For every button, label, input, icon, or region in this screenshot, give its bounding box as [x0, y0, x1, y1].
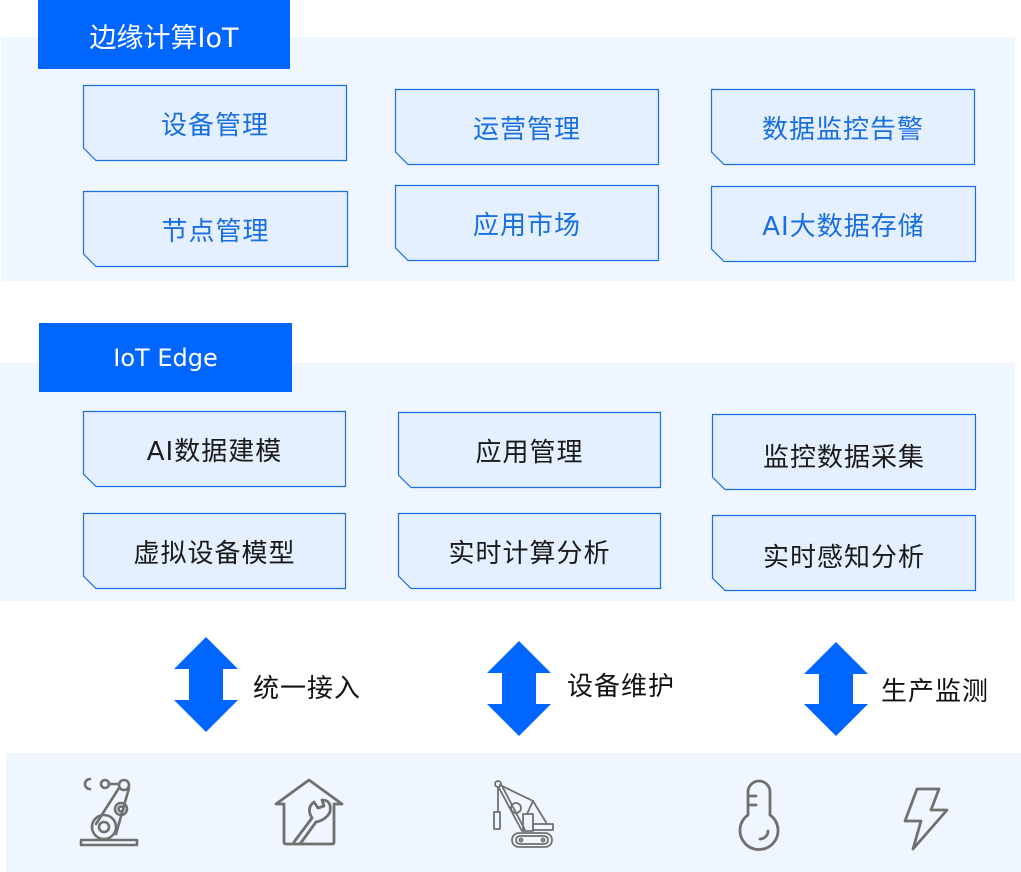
module-label: 数据监控告警	[761, 114, 924, 145]
module-data-monitoring-alert[interactable]: 数据监控告警	[710, 88, 976, 166]
iot-edge-title-text: IoT Edge	[113, 343, 218, 372]
double-arrow-vertical-icon	[487, 641, 551, 736]
module-frame	[397, 411, 662, 489]
module-realtime-perception-analysis[interactable]: 实时感知分析	[711, 514, 977, 592]
module-frame	[710, 185, 977, 263]
module-label: 节点管理	[161, 216, 270, 247]
module-label: AI数据建模	[146, 436, 283, 467]
module-realtime-compute-analysis[interactable]: 实时计算分析	[397, 512, 662, 590]
module-frame	[394, 88, 660, 166]
robot-arm-icon	[78, 776, 140, 847]
module-frame	[397, 512, 662, 590]
thermometer-icon	[736, 779, 782, 853]
connection-label-device-maintenance: 设备维护	[567, 672, 676, 702]
module-ai-data-modeling[interactable]: AI数据建模	[82, 410, 347, 488]
module-frame	[394, 184, 660, 262]
module-ai-big-data-storage[interactable]: AI大数据存储	[710, 185, 977, 263]
module-label: 应用市场	[472, 210, 581, 241]
module-label: 设备管理	[160, 110, 269, 141]
module-frame	[82, 410, 347, 488]
house-wrench-icon	[274, 778, 344, 846]
module-monitoring-data-collection[interactable]: 监控数据采集	[711, 413, 977, 491]
module-frame	[82, 190, 349, 268]
crane-icon	[490, 780, 562, 848]
module-node-management[interactable]: 节点管理	[82, 190, 349, 268]
module-label: 应用管理	[475, 437, 584, 468]
double-arrow-vertical-icon	[804, 642, 868, 736]
double-arrow-vertical-icon	[174, 637, 238, 732]
module-label: 实时计算分析	[448, 538, 611, 569]
module-label: AI大数据存储	[762, 211, 925, 242]
module-device-management[interactable]: 设备管理	[82, 84, 348, 162]
module-app-market[interactable]: 应用市场	[394, 184, 660, 262]
module-label: 运营管理	[472, 114, 581, 145]
iot-edge-title: IoT Edge	[39, 323, 292, 392]
module-frame	[82, 84, 348, 162]
module-frame	[710, 88, 976, 166]
module-frame	[82, 512, 347, 590]
module-label: 实时感知分析	[762, 542, 925, 573]
connection-label-unified-access: 统一接入	[253, 674, 362, 704]
module-operations-management[interactable]: 运营管理	[394, 88, 660, 166]
module-frame	[711, 413, 977, 491]
edge-cloud-title-text: 边缘计算IoT	[89, 23, 239, 54]
edge-cloud-title: 边缘计算IoT	[38, 0, 290, 69]
connection-label-production-monitoring: 生产监测	[881, 677, 990, 707]
lightning-icon	[903, 787, 949, 851]
module-frame	[711, 514, 977, 592]
module-label: 虚拟设备模型	[133, 538, 296, 569]
module-app-management[interactable]: 应用管理	[397, 411, 662, 489]
module-virtual-device-model[interactable]: 虚拟设备模型	[82, 512, 347, 590]
module-label: 监控数据采集	[762, 442, 925, 473]
